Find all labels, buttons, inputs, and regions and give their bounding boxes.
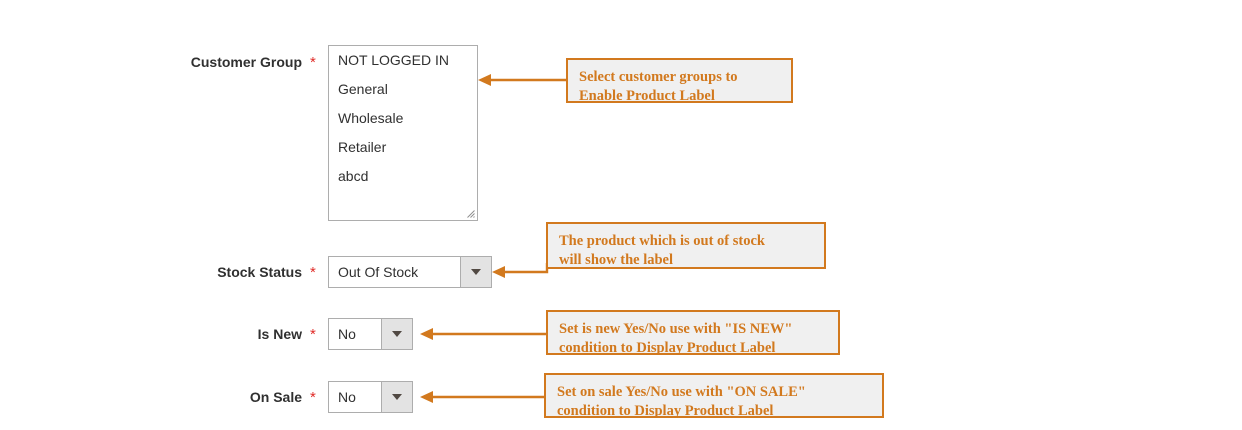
on-sale-required-asterisk: * bbox=[310, 389, 316, 406]
customer-group-required-asterisk: * bbox=[310, 54, 316, 71]
is-new-label: Is New bbox=[257, 326, 302, 342]
on-sale-dropdown-button[interactable] bbox=[381, 382, 412, 412]
on-sale-annotation: Set on sale Yes/No use with "ON SALE" co… bbox=[544, 373, 884, 419]
list-item[interactable]: General bbox=[338, 81, 388, 97]
stock-status-dropdown-button[interactable] bbox=[460, 257, 491, 287]
chevron-down-icon bbox=[471, 269, 481, 275]
customer-group-annotation: Select customer groups to Enable Product… bbox=[566, 58, 793, 104]
on-sale-select[interactable]: No bbox=[328, 381, 413, 413]
stock-status-label: Stock Status bbox=[217, 264, 302, 280]
list-item[interactable]: NOT LOGGED IN bbox=[338, 52, 449, 68]
chevron-down-icon bbox=[392, 331, 402, 337]
arrow-left-icon bbox=[492, 263, 549, 278]
customer-group-multiselect[interactable]: NOT LOGGED IN General Wholesale Retailer… bbox=[328, 45, 478, 221]
on-sale-label: On Sale bbox=[249, 389, 302, 405]
list-item[interactable]: Retailer bbox=[338, 139, 387, 155]
arrow-left-icon bbox=[420, 391, 545, 403]
resize-grip-icon[interactable] bbox=[464, 207, 475, 218]
is-new-dropdown-button[interactable] bbox=[381, 319, 412, 349]
stock-status-required-asterisk: * bbox=[310, 264, 316, 281]
is-new-select-value: No bbox=[338, 326, 356, 342]
is-new-select[interactable]: No bbox=[328, 318, 413, 350]
customer-group-label: Customer Group bbox=[190, 54, 302, 70]
on-sale-select-value: No bbox=[338, 389, 356, 405]
chevron-down-icon bbox=[392, 394, 402, 400]
stock-status-select[interactable]: Out Of Stock bbox=[328, 256, 492, 288]
arrow-left-icon bbox=[478, 74, 569, 86]
stock-status-annotation: The product which is out of stock will s… bbox=[546, 222, 826, 269]
is-new-required-asterisk: * bbox=[310, 326, 316, 343]
stock-status-select-value: Out Of Stock bbox=[338, 264, 419, 280]
arrow-left-icon bbox=[420, 328, 547, 340]
is-new-annotation: Set is new Yes/No use with "IS NEW" cond… bbox=[546, 310, 840, 356]
list-item[interactable]: abcd bbox=[338, 168, 369, 184]
list-item[interactable]: Wholesale bbox=[338, 110, 404, 126]
